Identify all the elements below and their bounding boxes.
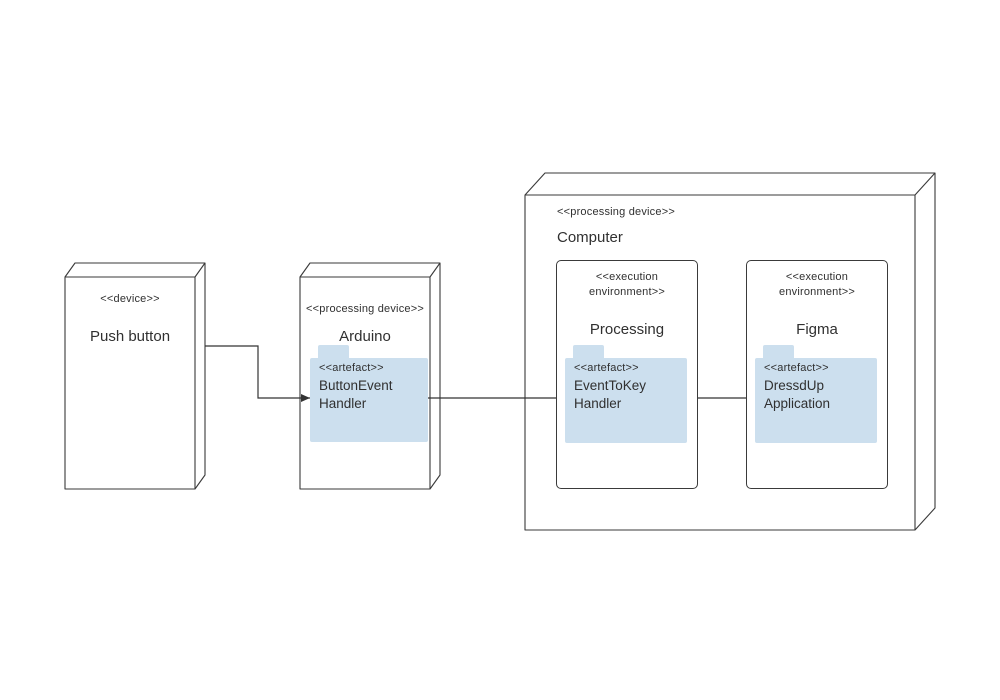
computer-stereotype: <<processing device>> bbox=[557, 206, 675, 218]
eventtokey-artefact-stereotype: <<artefact>> bbox=[574, 362, 639, 374]
eventtokey-artefact: <<artefact>> EventToKey Handler bbox=[565, 345, 687, 443]
buttonevent-artefact-tab bbox=[318, 345, 349, 358]
push-button-node-shape bbox=[64, 262, 206, 490]
processing-environment-stereotype: <<execution environment>> bbox=[557, 270, 697, 300]
connector-pushbutton-to-buttonevent bbox=[205, 345, 310, 402]
computer-name: Computer bbox=[557, 229, 623, 246]
dressdup-artefact-stereotype: <<artefact>> bbox=[764, 362, 829, 374]
arduino-stereotype: <<processing device>> bbox=[306, 303, 424, 315]
dressdup-artefact-name: DressdUp Application bbox=[764, 378, 831, 411]
figma-environment-stereotype-line2: environment>> bbox=[779, 286, 855, 298]
dressdup-artefact-tab bbox=[763, 345, 794, 358]
buttonevent-artefact: <<artefact>> ButtonEvent Handler bbox=[310, 345, 428, 442]
push-button-node-outline bbox=[64, 262, 206, 490]
push-button-name: Push button bbox=[89, 328, 171, 345]
buttonevent-artefact-stereotype: <<artefact>> bbox=[319, 362, 384, 374]
processing-environment-stereotype-line2: environment>> bbox=[589, 286, 665, 298]
figma-environment-stereotype-line1: <<execution bbox=[785, 271, 849, 283]
processing-environment-name: Processing bbox=[589, 321, 665, 338]
buttonevent-artefact-name: ButtonEvent Handler bbox=[319, 378, 393, 411]
eventtokey-artefact-tab bbox=[573, 345, 604, 358]
figma-environment-stereotype: <<execution environment>> bbox=[747, 270, 887, 300]
dressdup-artefact: <<artefact>> DressdUp Application bbox=[755, 345, 877, 443]
push-button-stereotype: <<device>> bbox=[100, 293, 160, 305]
processing-environment-stereotype-line1: <<execution bbox=[595, 271, 659, 283]
figma-environment-name: Figma bbox=[796, 321, 838, 338]
arduino-name: Arduino bbox=[339, 328, 391, 345]
eventtokey-artefact-name: EventToKey Handler bbox=[574, 378, 647, 411]
